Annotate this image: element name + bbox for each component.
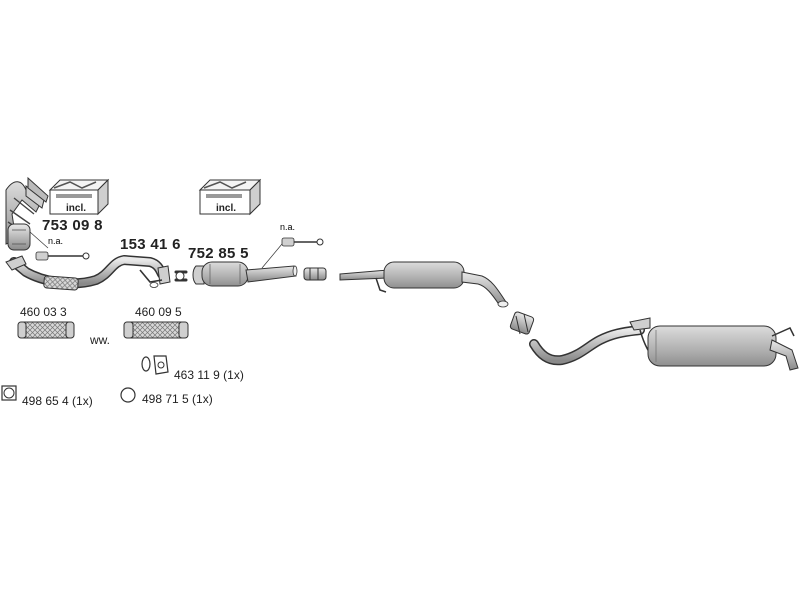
- middle-silencer[interactable]: [339, 261, 509, 308]
- leader-line: [29, 231, 49, 249]
- pipe-clamp-1[interactable]: [303, 267, 327, 281]
- lambda-sensor-right[interactable]: [261, 237, 324, 269]
- manifold-part-number: 753 09 8: [42, 217, 103, 234]
- lambda-sensor-left[interactable]: [35, 251, 90, 261]
- rear-silencer[interactable]: [629, 317, 799, 371]
- incl-box-right: incl.: [198, 178, 262, 216]
- flex-pipe-a[interactable]: [17, 321, 75, 339]
- pipe-clamp-2[interactable]: [509, 311, 535, 335]
- rear-pipe[interactable]: [529, 325, 645, 366]
- incl-label-right: incl.: [216, 203, 236, 214]
- gasket-kit[interactable]: [141, 355, 169, 375]
- incl-label-left: incl.: [66, 203, 86, 214]
- front-pipe-part-number: 153 41 6: [120, 236, 181, 253]
- square-gasket-part-number: 498 65 4 (1x): [22, 394, 93, 408]
- incl-box-left: incl.: [48, 178, 110, 216]
- ring-gasket[interactable]: [120, 387, 136, 403]
- bolt-set[interactable]: [174, 270, 188, 282]
- gasket-kit-part-number: 463 11 9 (1x): [174, 368, 244, 382]
- square-gasket[interactable]: [1, 385, 17, 401]
- exhaust-manifold[interactable]: [5, 176, 49, 251]
- flex-pipe-b-part-number: 460 09 5: [135, 305, 182, 319]
- front-pipe[interactable]: [5, 255, 171, 291]
- catalyst-part-number: 752 85 5: [188, 245, 249, 262]
- ww-label: ww.: [90, 333, 111, 347]
- flex-pipe-b[interactable]: [123, 321, 189, 339]
- na-label-right: n.a.: [280, 222, 295, 232]
- na-label-left: n.a.: [48, 236, 63, 246]
- ring-gasket-part-number: 498 71 5 (1x): [142, 392, 213, 406]
- catalytic-converter[interactable]: [192, 261, 298, 287]
- flex-pipe-a-part-number: 460 03 3: [20, 305, 67, 319]
